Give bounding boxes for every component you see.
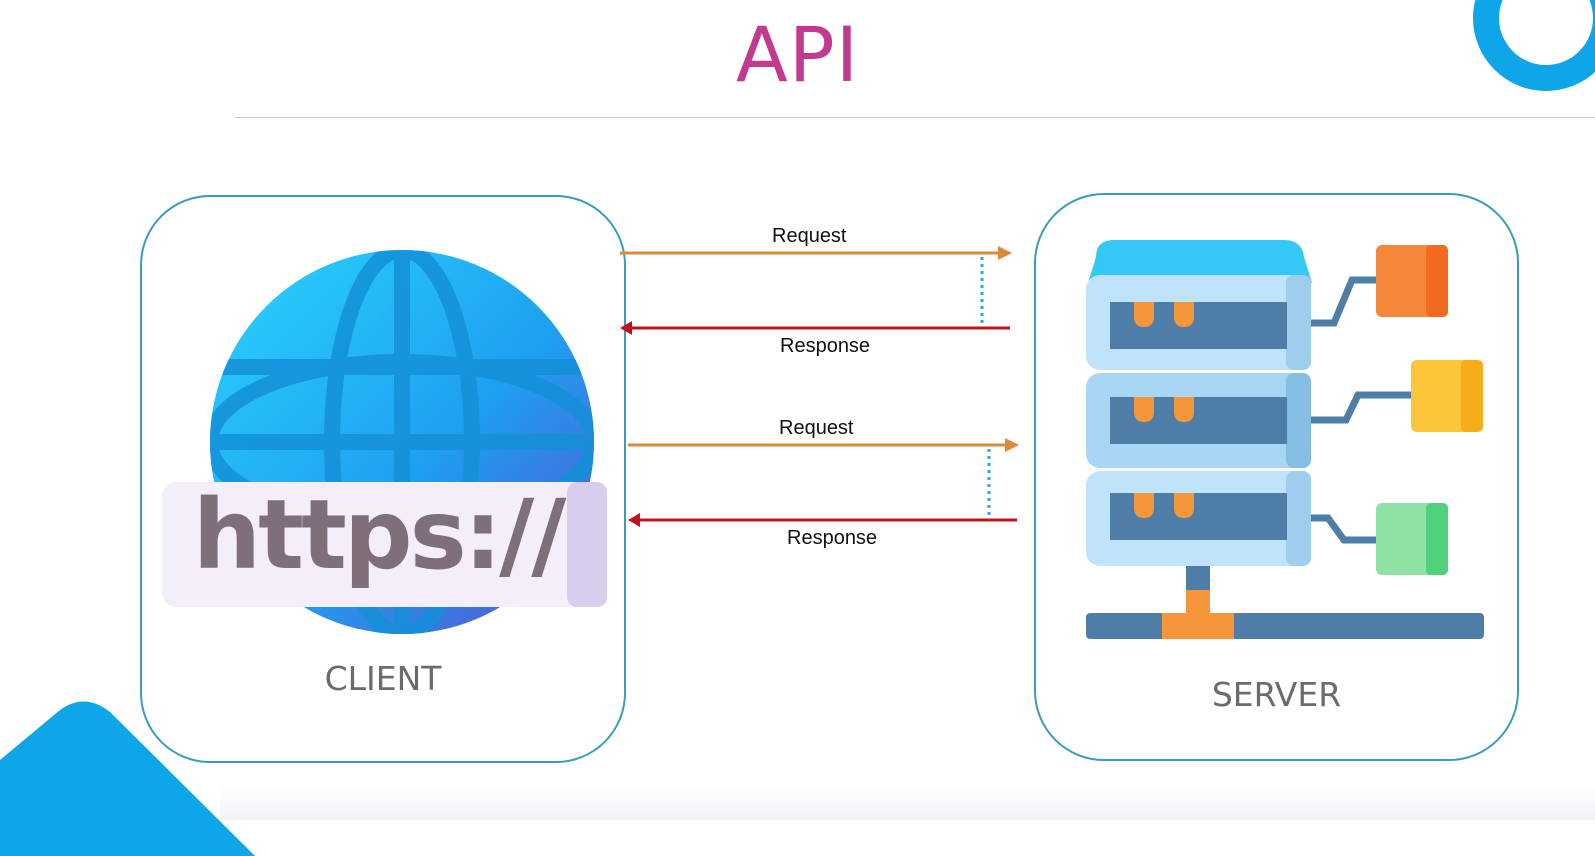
request-response-arrows (620, 246, 1019, 527)
request-label-1: Request (772, 225, 847, 247)
server-panel: SERVER (1034, 193, 1519, 761)
decorative-corner-triangle (0, 701, 255, 856)
exchange-1-arrows (620, 246, 1012, 335)
response-label-2: Response (787, 527, 878, 549)
request-arrowhead-1 (998, 246, 1012, 260)
client-label: CLIENT (324, 659, 442, 698)
bottom-fade-band (220, 782, 1595, 820)
response-arrowhead-2 (628, 513, 640, 527)
title-divider (235, 117, 1595, 118)
response-label-1: Response (780, 335, 871, 357)
page-title: API (735, 10, 860, 99)
response-arrowhead-1 (620, 321, 632, 335)
request-arrowhead-2 (1005, 438, 1019, 452)
globe-icon (162, 250, 607, 634)
exchange-2-arrows (628, 438, 1019, 527)
server-rack-icon (1086, 240, 1484, 639)
server-label: SERVER (1211, 675, 1342, 714)
request-label-2: Request (779, 417, 854, 439)
https-url-text: https:// (192, 479, 567, 591)
client-panel: https:// CLIENT (140, 195, 626, 763)
decorative-ring-shape (1473, 0, 1595, 91)
